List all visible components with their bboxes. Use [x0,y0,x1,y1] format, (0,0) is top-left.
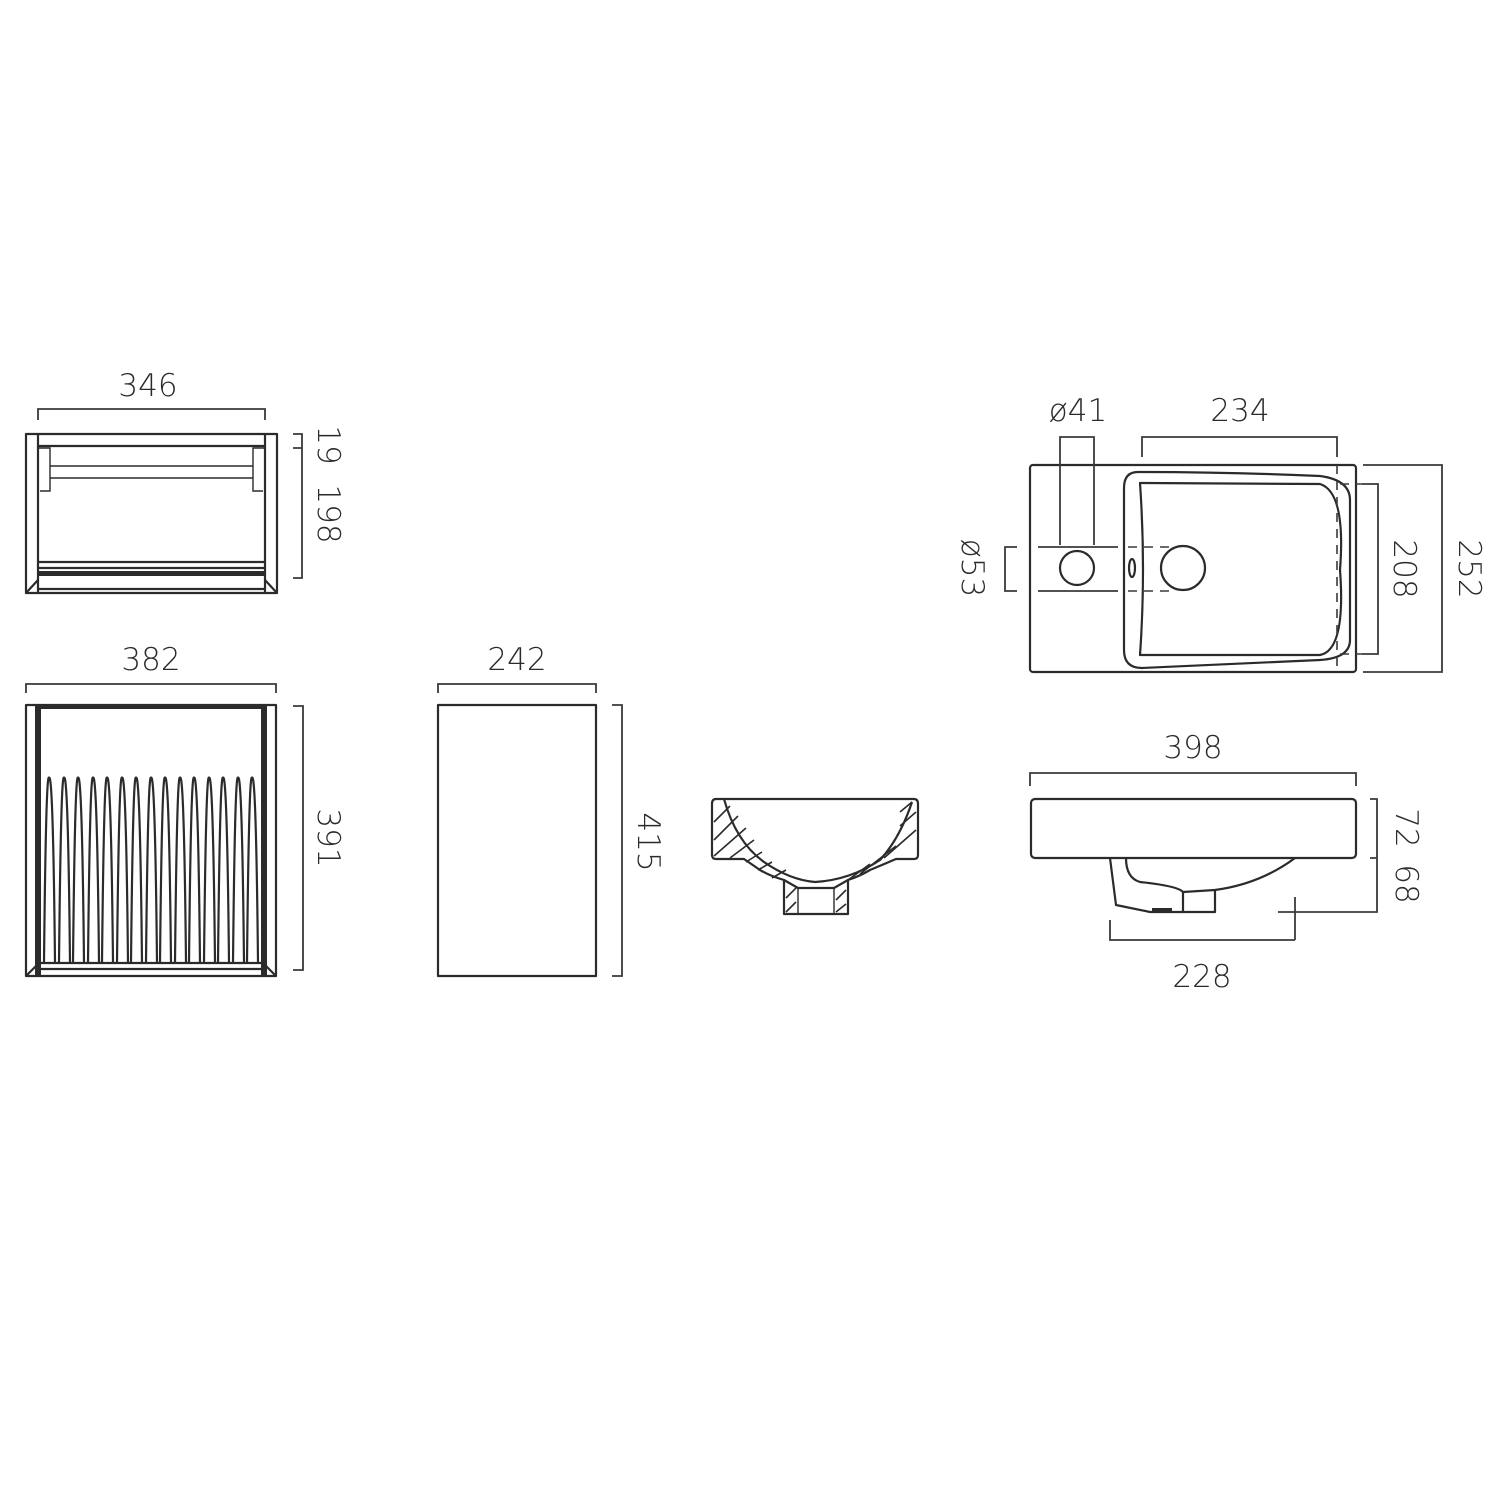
dim-label-252: 252 [1451,539,1487,598]
dim-label-68: 68 [1388,864,1424,903]
basin-elevation-trap [1108,857,1185,914]
waste-hole [1159,544,1207,592]
dim-line-waste [1004,546,1017,592]
dim-line-tap-hole [1059,436,1095,457]
tap-hole [1058,549,1096,587]
dim-label-228: 228 [1172,959,1231,995]
dim-line-391 [293,705,304,971]
dim-label-234: 234 [1210,393,1269,429]
cabinet-top-outline [24,432,279,595]
dim-line-415 [612,704,623,977]
dim-label-398: 398 [1163,730,1222,766]
basin-plan-outline [1028,463,1358,674]
dim-line-382 [25,683,277,693]
dim-line-208 [1362,483,1379,655]
dim-line-242 [437,683,597,693]
dim-label-198: 198 [310,484,346,543]
basin-section-view [710,797,920,916]
dim-line-346 [37,408,266,420]
basin-elevation-body [1029,797,1358,860]
dim-line-252 [1363,464,1443,673]
dim-label-382: 382 [121,642,180,678]
basin-bowl-outer [1122,470,1352,670]
cabinet-top-view: 346 19 198 [24,368,346,595]
cabinet-front-outline [24,703,278,978]
dim-label-415: 415 [630,812,666,871]
basin-plan-view: ø41 234 ø53 208 252 [954,393,1487,674]
dim-label-72: 72 [1388,808,1424,847]
dim-line-228 [1109,920,1295,941]
dim-label-19: 19 [310,425,346,464]
dim-line-398 [1029,772,1357,786]
cabinet-side-outline [436,703,598,978]
dim-line-234 [1141,436,1338,457]
cabinet-front-view: 382 391 [24,642,346,978]
cabinet-slats [42,776,260,964]
dim-label-346: 346 [118,368,177,404]
cabinet-side-view: 242 415 [436,642,666,978]
section-hatch [713,801,917,913]
basin-bowl-inner [1138,481,1343,657]
basin-elevation-view: 398 72 68 228 [1029,730,1424,995]
dim-label-391: 391 [310,808,346,867]
dim-label-tap-hole: ø41 [1049,393,1107,429]
dim-label-waste: ø53 [954,539,990,597]
dim-line-72-68 [1278,798,1378,913]
basin-section-outline [710,797,920,916]
dim-line-19-198 [293,433,303,579]
dim-label-208: 208 [1386,539,1422,598]
dim-label-242: 242 [487,642,546,678]
overflow-slot [1127,557,1137,579]
